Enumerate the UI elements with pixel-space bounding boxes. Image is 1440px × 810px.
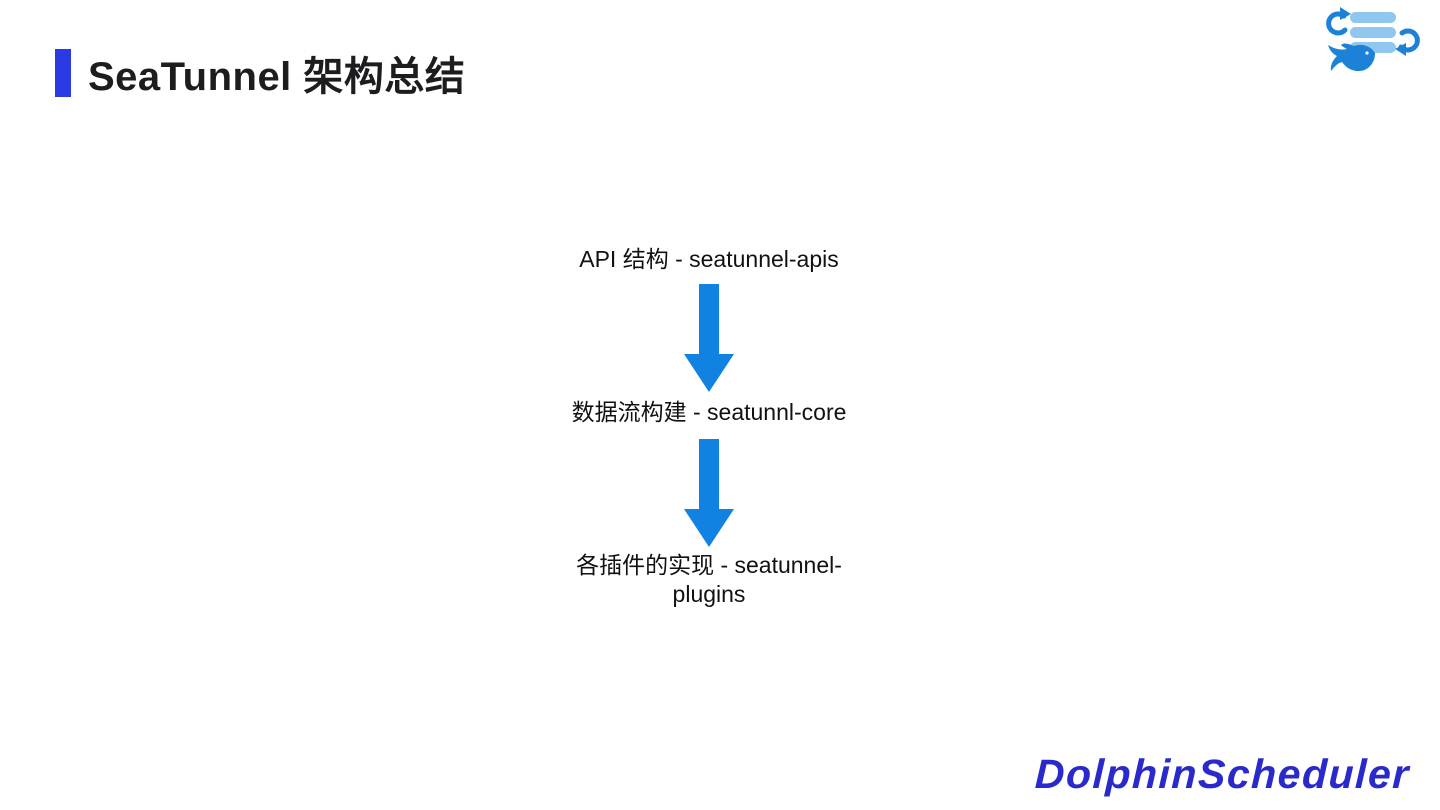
flow-step-api: API 结构 - seatunnel-apis [579,246,839,272]
dolphin-icon [1328,43,1375,72]
dolphinscheduler-logo-icon [1326,7,1420,72]
refresh-arrow-right-icon [1395,28,1420,56]
down-arrow-icon [684,284,734,392]
dolphinscheduler-wordmark: DolphinScheduler [1034,751,1411,797]
down-arrow-icon [684,439,734,547]
page-title: SeaTunnel 架构总结 [88,55,466,99]
flow-step-core: 数据流构建 - seatunnl-core [571,399,847,425]
refresh-arrow-left-icon [1326,7,1351,36]
title-accent-bar [55,49,71,97]
slide-header: SeaTunnel 架构总结 [55,44,465,102]
flow-step-plugins: 各插件的实现 - seatunnel-plugins [576,552,842,607]
